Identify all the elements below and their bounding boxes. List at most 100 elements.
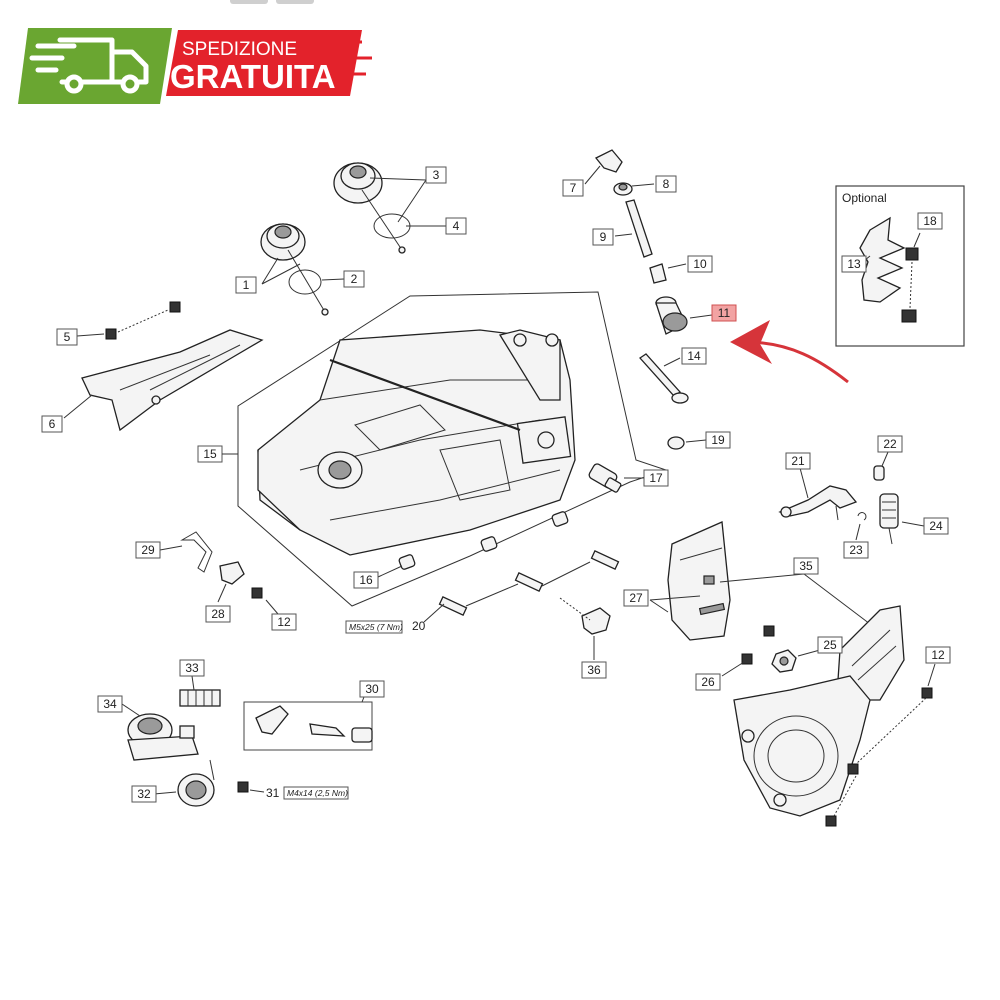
callout-4[interactable]: 4 <box>445 217 467 235</box>
callout-21[interactable]: 21 <box>785 452 811 470</box>
callout-13[interactable]: 13 <box>841 255 867 273</box>
lever-21 <box>778 485 858 521</box>
callout-34[interactable]: 34 <box>97 695 123 713</box>
leader-14 <box>663 357 681 367</box>
optional-label: Optional <box>842 191 887 205</box>
bracket-28 <box>219 561 245 585</box>
callout-12-left[interactable]: 12 <box>271 613 297 631</box>
badge-line1: SPEDIZIONE <box>182 39 297 60</box>
callout-15[interactable]: 15 <box>197 445 223 463</box>
leader-24 <box>901 521 925 527</box>
fitting-10 <box>649 263 667 284</box>
svg-text:13: 13 <box>847 257 861 271</box>
pin-22 <box>873 465 885 481</box>
callout-12-right[interactable]: 12 <box>925 646 951 664</box>
screw-26 <box>741 625 775 665</box>
torque-note-m5: M5x25 (7 Nm) <box>345 620 403 634</box>
callout-17[interactable]: 17 <box>643 469 669 487</box>
leader-21 <box>799 467 809 499</box>
clip-29 <box>180 531 213 573</box>
callout-33[interactable]: 33 <box>179 659 205 677</box>
callout-14[interactable]: 14 <box>681 347 707 365</box>
leader-31 <box>249 789 265 793</box>
leader-6 <box>63 394 93 419</box>
svg-text:12: 12 <box>277 615 291 629</box>
svg-text:34: 34 <box>103 697 117 711</box>
leader-32 <box>153 791 177 795</box>
fuel-filter-11 <box>655 296 688 335</box>
svg-text:6: 6 <box>49 417 56 431</box>
callout-30[interactable]: 30 <box>359 680 385 698</box>
callout-1[interactable]: 1 <box>235 276 257 294</box>
plug-19 <box>667 436 685 450</box>
leader-26 <box>721 661 745 677</box>
leader-9 <box>614 233 633 237</box>
leader-2 <box>321 278 345 281</box>
leader-18 <box>913 232 921 248</box>
callout-19[interactable]: 19 <box>705 431 731 449</box>
callout-31[interactable]: 31 <box>266 786 280 800</box>
callout-29[interactable]: 29 <box>135 541 161 559</box>
elbow-fitting-7 <box>594 149 623 173</box>
callout-7[interactable]: 7 <box>562 179 584 197</box>
leader-5 <box>76 333 105 337</box>
callout-24[interactable]: 24 <box>923 517 949 535</box>
callout-16[interactable]: 16 <box>353 571 379 589</box>
leader-35 <box>719 573 871 625</box>
svg-text:9: 9 <box>600 230 607 244</box>
badge-red-panel <box>166 30 362 96</box>
highlight-arrow <box>730 320 849 384</box>
crankcase-housing <box>257 329 576 556</box>
callout-27[interactable]: 27 <box>623 589 649 607</box>
bolt-20 <box>438 550 620 616</box>
gear-32 <box>177 759 215 807</box>
callout-3[interactable]: 3 <box>425 166 447 184</box>
callout-35[interactable]: 35 <box>793 557 819 575</box>
callout-28[interactable]: 28 <box>205 605 231 623</box>
screw-axis <box>117 309 169 333</box>
svg-text:27: 27 <box>629 591 643 605</box>
clip-23 <box>857 512 867 521</box>
leader-22 <box>881 451 889 467</box>
oil-cap-assembly <box>260 223 329 316</box>
svg-text:35: 35 <box>799 559 813 573</box>
callout-5[interactable]: 5 <box>56 328 78 346</box>
svg-text:11: 11 <box>718 306 731 320</box>
callout-18[interactable]: 18 <box>917 212 943 230</box>
grommet-8 <box>613 182 633 196</box>
callout-25[interactable]: 25 <box>817 636 843 654</box>
screw-18 <box>901 247 919 323</box>
callout-6[interactable]: 6 <box>41 415 63 433</box>
svg-text:2: 2 <box>351 272 358 286</box>
callout-2[interactable]: 2 <box>343 270 365 288</box>
callout-20[interactable]: 20 <box>412 619 426 633</box>
callout-36[interactable]: 36 <box>581 661 607 679</box>
leader-12b <box>927 663 936 687</box>
leader-20 <box>423 603 445 623</box>
callout-23[interactable]: 23 <box>843 541 869 559</box>
screw-axis <box>855 697 927 765</box>
chain-cover-27 <box>667 521 731 641</box>
stud-17 <box>588 463 622 493</box>
torque-note-m4: M4x14 (2,5 Nm) <box>283 786 349 800</box>
svg-text:M4x14 (2,5 Nm): M4x14 (2,5 Nm) <box>287 788 348 798</box>
callout-32[interactable]: 32 <box>131 785 157 803</box>
callout-11[interactable]: 11 <box>711 304 737 322</box>
callout-8[interactable]: 8 <box>655 175 677 193</box>
svg-text:26: 26 <box>701 675 715 689</box>
svg-text:3: 3 <box>433 168 440 182</box>
svg-text:4: 4 <box>453 219 460 233</box>
svg-text:16: 16 <box>359 573 373 587</box>
cover-plate-6 <box>81 329 264 432</box>
fuel-cap-assembly <box>333 162 411 254</box>
svg-text:30: 30 <box>365 682 379 696</box>
svg-text:8: 8 <box>663 177 670 191</box>
svg-text:29: 29 <box>141 543 155 557</box>
callout-10[interactable]: 10 <box>687 255 713 273</box>
svg-text:1: 1 <box>243 278 250 292</box>
callout-9[interactable]: 9 <box>592 228 614 246</box>
svg-text:21: 21 <box>791 454 805 468</box>
callout-26[interactable]: 26 <box>695 673 721 691</box>
svg-text:19: 19 <box>711 433 725 447</box>
callout-22[interactable]: 22 <box>877 435 903 453</box>
